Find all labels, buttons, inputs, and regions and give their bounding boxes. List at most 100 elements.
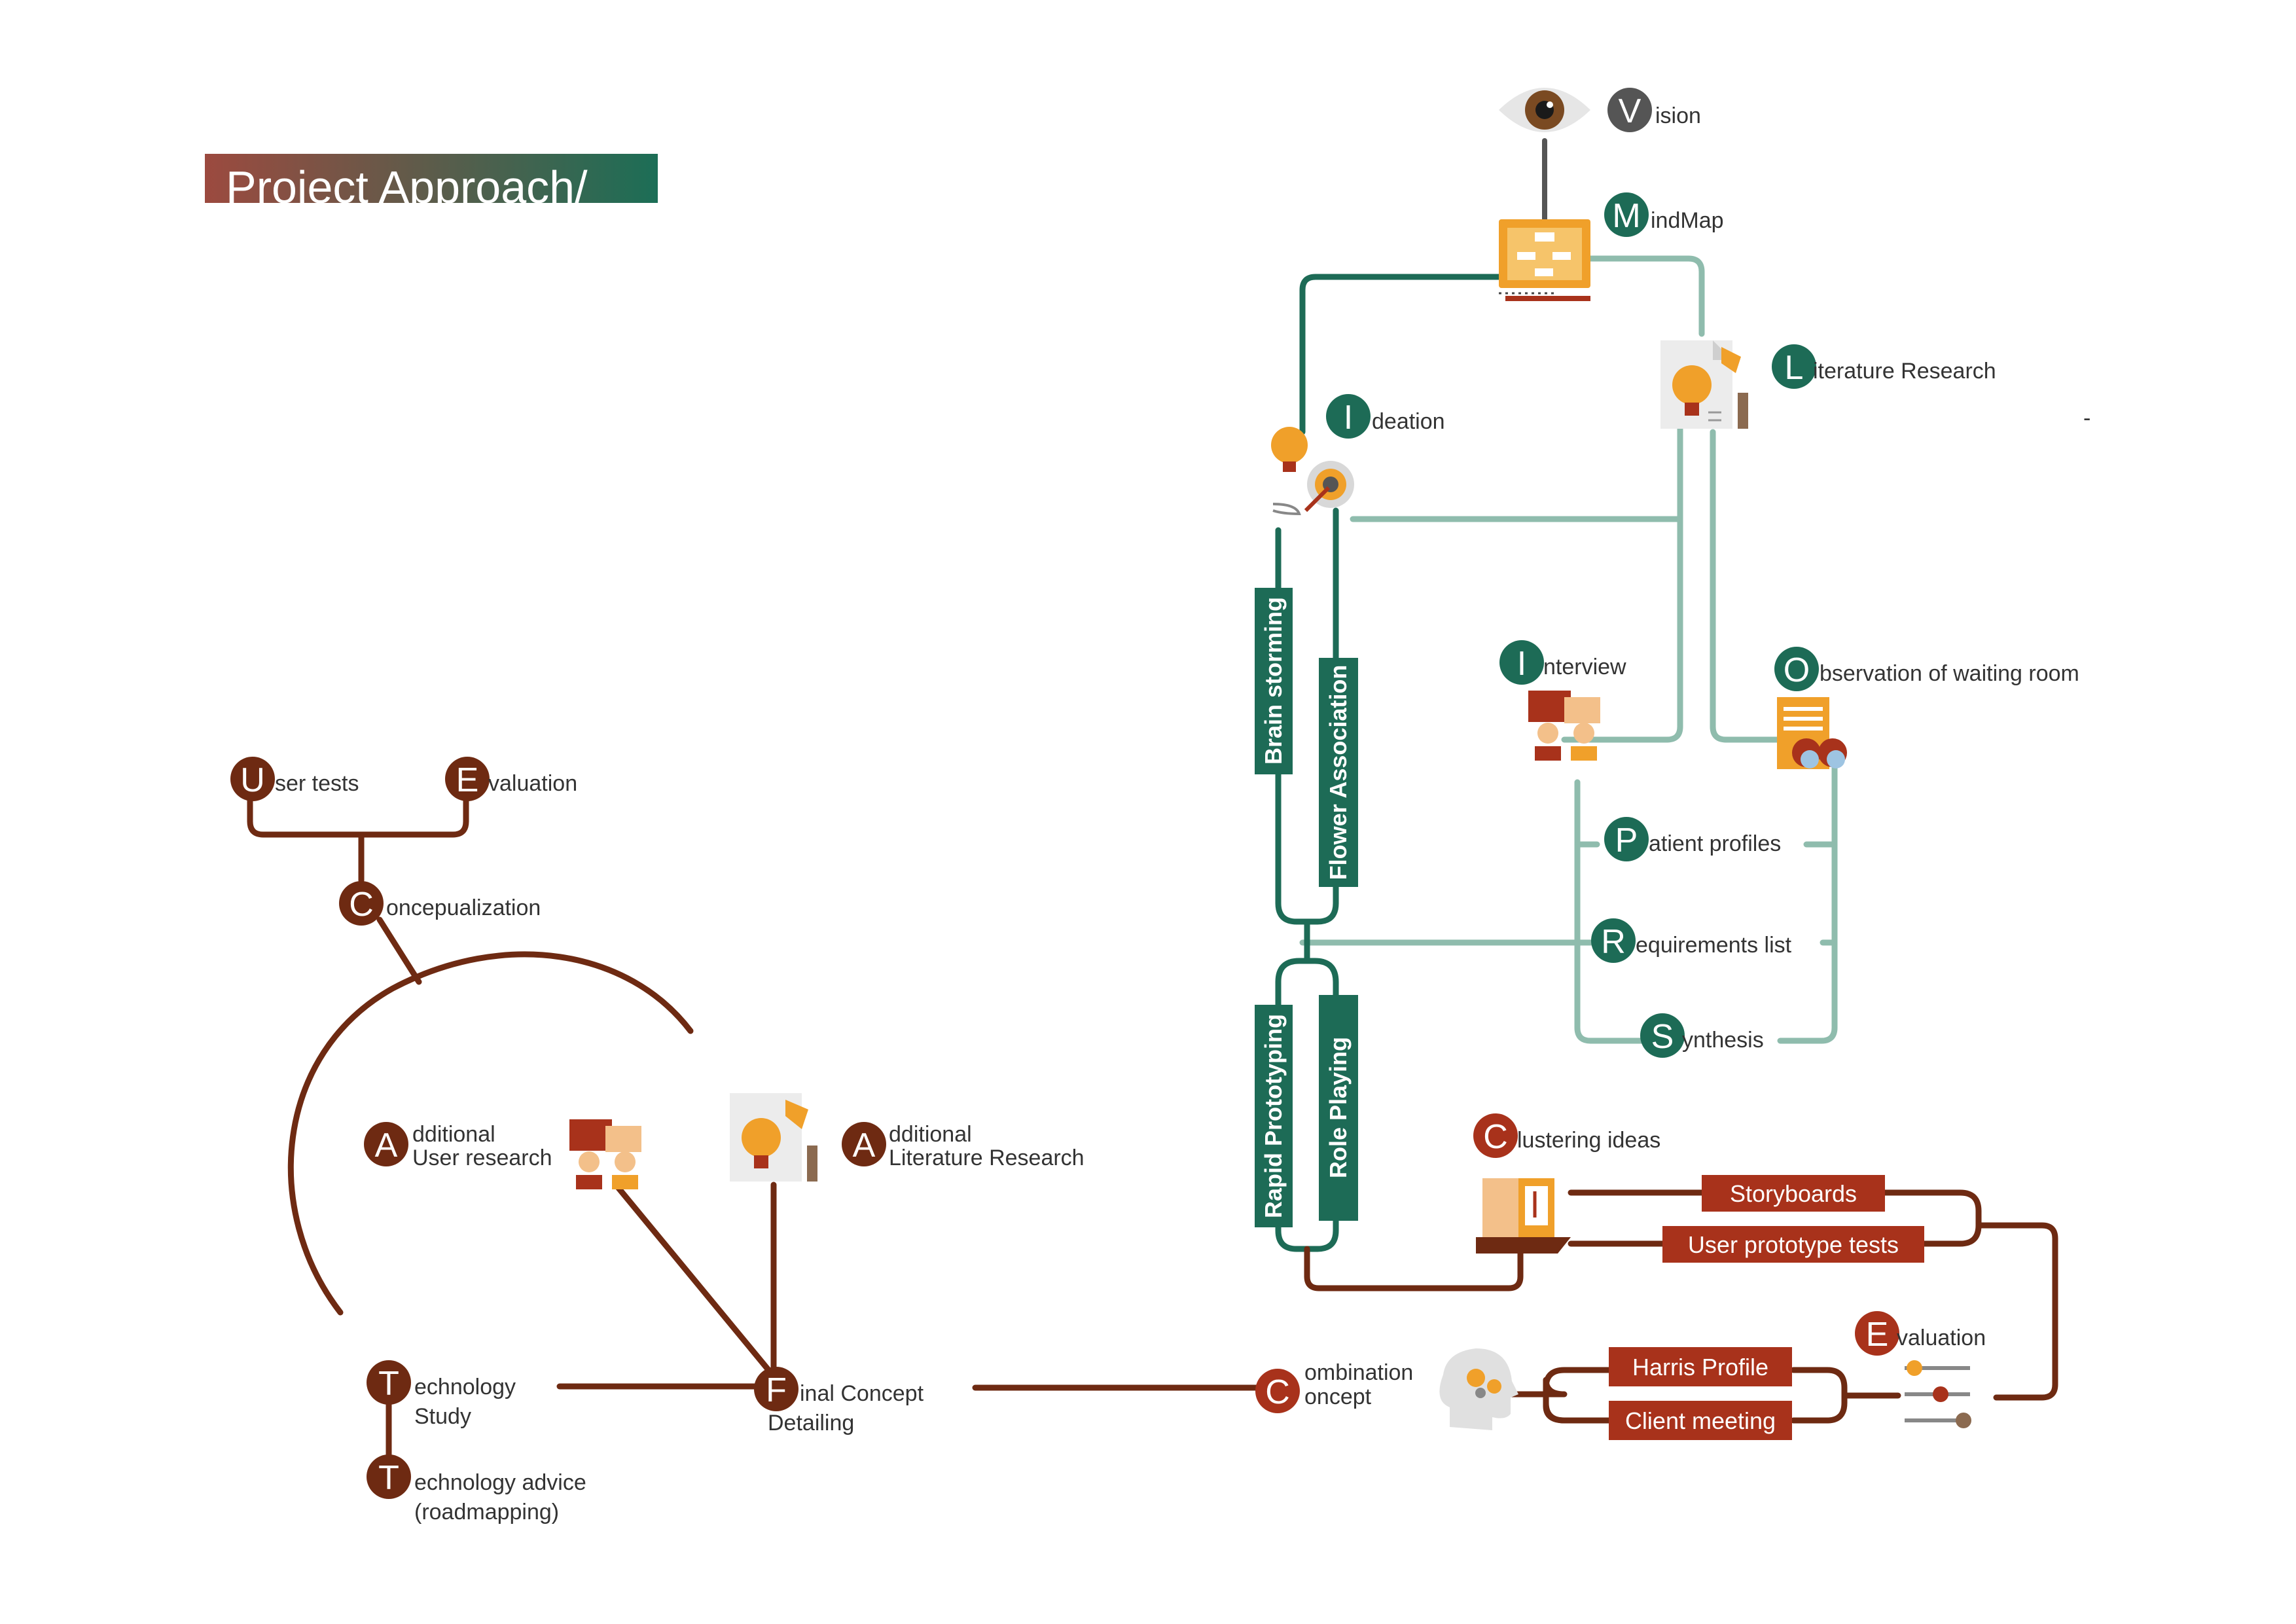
observation-initial: O <box>1784 651 1810 689</box>
mindmap-initial: M <box>1612 197 1640 235</box>
literature-observation-line <box>1710 429 1790 743</box>
tech-advice-initial: T <box>378 1459 399 1497</box>
client-label: Client meeting <box>1625 1407 1776 1434</box>
add-lit-label-1: dditional <box>889 1122 972 1147</box>
literature-label: iterature Research <box>1813 359 1996 384</box>
final-label-2: Detailing <box>768 1411 854 1435</box>
add-user-label-1: dditional <box>412 1122 495 1147</box>
synthesis-label: ynthesis <box>1682 1028 1764 1053</box>
role-bar: Role Playing <box>1319 995 1358 1221</box>
nodes: V ision M indMap L iterature Research - … <box>230 88 2090 1525</box>
ideation-initial: I <box>1344 399 1353 437</box>
concept-arc-line <box>376 916 422 985</box>
vertical-bars: Brain storming Flower Association Rapid … <box>1255 588 1358 1227</box>
users-chat-icon <box>1528 691 1600 761</box>
requirements-initial: R <box>1601 923 1626 961</box>
add-user-initial: A <box>375 1127 398 1164</box>
mindmap-literature-line <box>1587 255 1705 337</box>
node-concepualization: C oncepualization <box>339 881 541 926</box>
user-tests-label: ser tests <box>275 771 359 796</box>
user-tests-initial: U <box>240 761 265 799</box>
bulb-target-icon <box>1271 427 1354 516</box>
mindmap-icon <box>1499 219 1590 301</box>
storyboards-box: Storyboards <box>1702 1175 1885 1212</box>
interview-label: nterview <box>1543 655 1626 679</box>
user-prototype-box: User prototype tests <box>1662 1226 1924 1263</box>
tests-evaluation-bracket <box>247 795 469 838</box>
interview-initial: I <box>1517 645 1526 683</box>
ideation-label: deation <box>1372 409 1445 434</box>
users-chat-icon <box>569 1119 641 1189</box>
prototyping-clustering-line <box>1304 1244 1524 1291</box>
node-additional-user: A dditional User research <box>364 1122 552 1170</box>
node-technology-study: T echnology Study <box>367 1360 516 1429</box>
node-evaluation-right: E valuation <box>1855 1311 1986 1356</box>
combination-label-2: oncept <box>1304 1384 1372 1409</box>
concept-label: oncepualization <box>386 895 541 920</box>
evaluation-left-initial: E <box>456 761 479 799</box>
synthesis-initial: S <box>1651 1018 1674 1056</box>
observation-label: bservation of waiting room <box>1820 661 2079 686</box>
patient-label: atient profiles <box>1649 831 1781 856</box>
evaluation-left-label: valuation <box>488 771 577 796</box>
eye-icon <box>1499 88 1590 132</box>
brainstorming-bar: Brain storming <box>1255 588 1293 774</box>
rapid-label: Rapid Prototyping <box>1260 1014 1287 1218</box>
vision-initial: V <box>1619 92 1641 130</box>
role-label: Role Playing <box>1325 1037 1352 1178</box>
node-combination: C ombination oncept <box>1255 1360 1413 1413</box>
node-mindmap: M indMap <box>1604 192 1724 237</box>
node-patient-profiles: P atient profiles <box>1604 817 1781 861</box>
icons <box>569 88 1971 1430</box>
flower-bar: Flower Association <box>1319 658 1358 887</box>
node-vision: V ision <box>1607 88 1701 132</box>
node-observation: O bservation of waiting room <box>1774 647 2079 691</box>
sliders-icon <box>1905 1360 1971 1428</box>
title-banner: Project Approach/ <box>205 154 658 213</box>
node-additional-literature: A dditional Literature Research <box>842 1122 1085 1170</box>
harris-box: Harris Profile <box>1609 1347 1792 1386</box>
concept-initial: C <box>349 886 374 924</box>
rapid-bar: Rapid Prototyping <box>1255 1005 1293 1227</box>
interview-synthesis-line <box>1574 779 1646 1044</box>
prototyping-loop <box>1275 958 1339 1252</box>
red-boxes: Storyboards User prototype tests Harris … <box>1609 1175 1924 1440</box>
mindmap-ideation-line <box>1299 274 1502 435</box>
binoculars-icon <box>1777 697 1847 769</box>
vision-label: ision <box>1655 103 1701 128</box>
node-interview: I nterview <box>1499 640 1626 685</box>
evaluation-right-label: valuation <box>1897 1326 1986 1350</box>
flower-label: Flower Association <box>1325 665 1352 880</box>
storyboards-label: Storyboards <box>1730 1180 1857 1207</box>
tech-advice-label-2: (roadmapping) <box>414 1500 559 1525</box>
combination-label-1: ombination <box>1304 1360 1413 1385</box>
client-box: Client meeting <box>1609 1401 1792 1440</box>
evaluation-right-initial: E <box>1866 1316 1889 1354</box>
combination-loop-left-b <box>1543 1367 1612 1424</box>
loop-evaluation-line <box>1975 1222 2058 1401</box>
connectors <box>247 138 2058 1463</box>
node-technology-advice: T echnology advice (roadmapping) <box>367 1454 586 1525</box>
node-clustering: C lustering ideas <box>1473 1113 1660 1158</box>
observation-synthesis-line <box>1777 756 1838 1044</box>
combination-initial: C <box>1265 1373 1290 1411</box>
node-literature: L iterature Research <box>1772 344 1996 389</box>
requirements-label: equirements list <box>1636 933 1792 958</box>
final-label-1: inal Concept <box>800 1381 924 1406</box>
page-title: Project Approach/ <box>226 162 588 213</box>
user-research-final-line <box>615 1185 776 1378</box>
tech-study-initial: T <box>378 1365 399 1403</box>
tech-study-label-1: echnology <box>414 1375 516 1399</box>
node-ideation: I deation <box>1326 394 1445 439</box>
final-initial: F <box>766 1371 787 1409</box>
head-gears-icon <box>1439 1348 1518 1430</box>
harris-client-loop <box>1790 1367 1848 1424</box>
tech-advice-label-1: echnology advice <box>414 1470 586 1495</box>
node-requirements: R equirements list <box>1591 918 1792 963</box>
node-evaluation-left: E valuation <box>445 757 577 801</box>
add-user-label-2: User research <box>412 1146 552 1170</box>
mindmap-label: indMap <box>1651 208 1724 233</box>
add-lit-label-2: Literature Research <box>889 1146 1085 1170</box>
stray-mark: - <box>2083 406 2090 431</box>
